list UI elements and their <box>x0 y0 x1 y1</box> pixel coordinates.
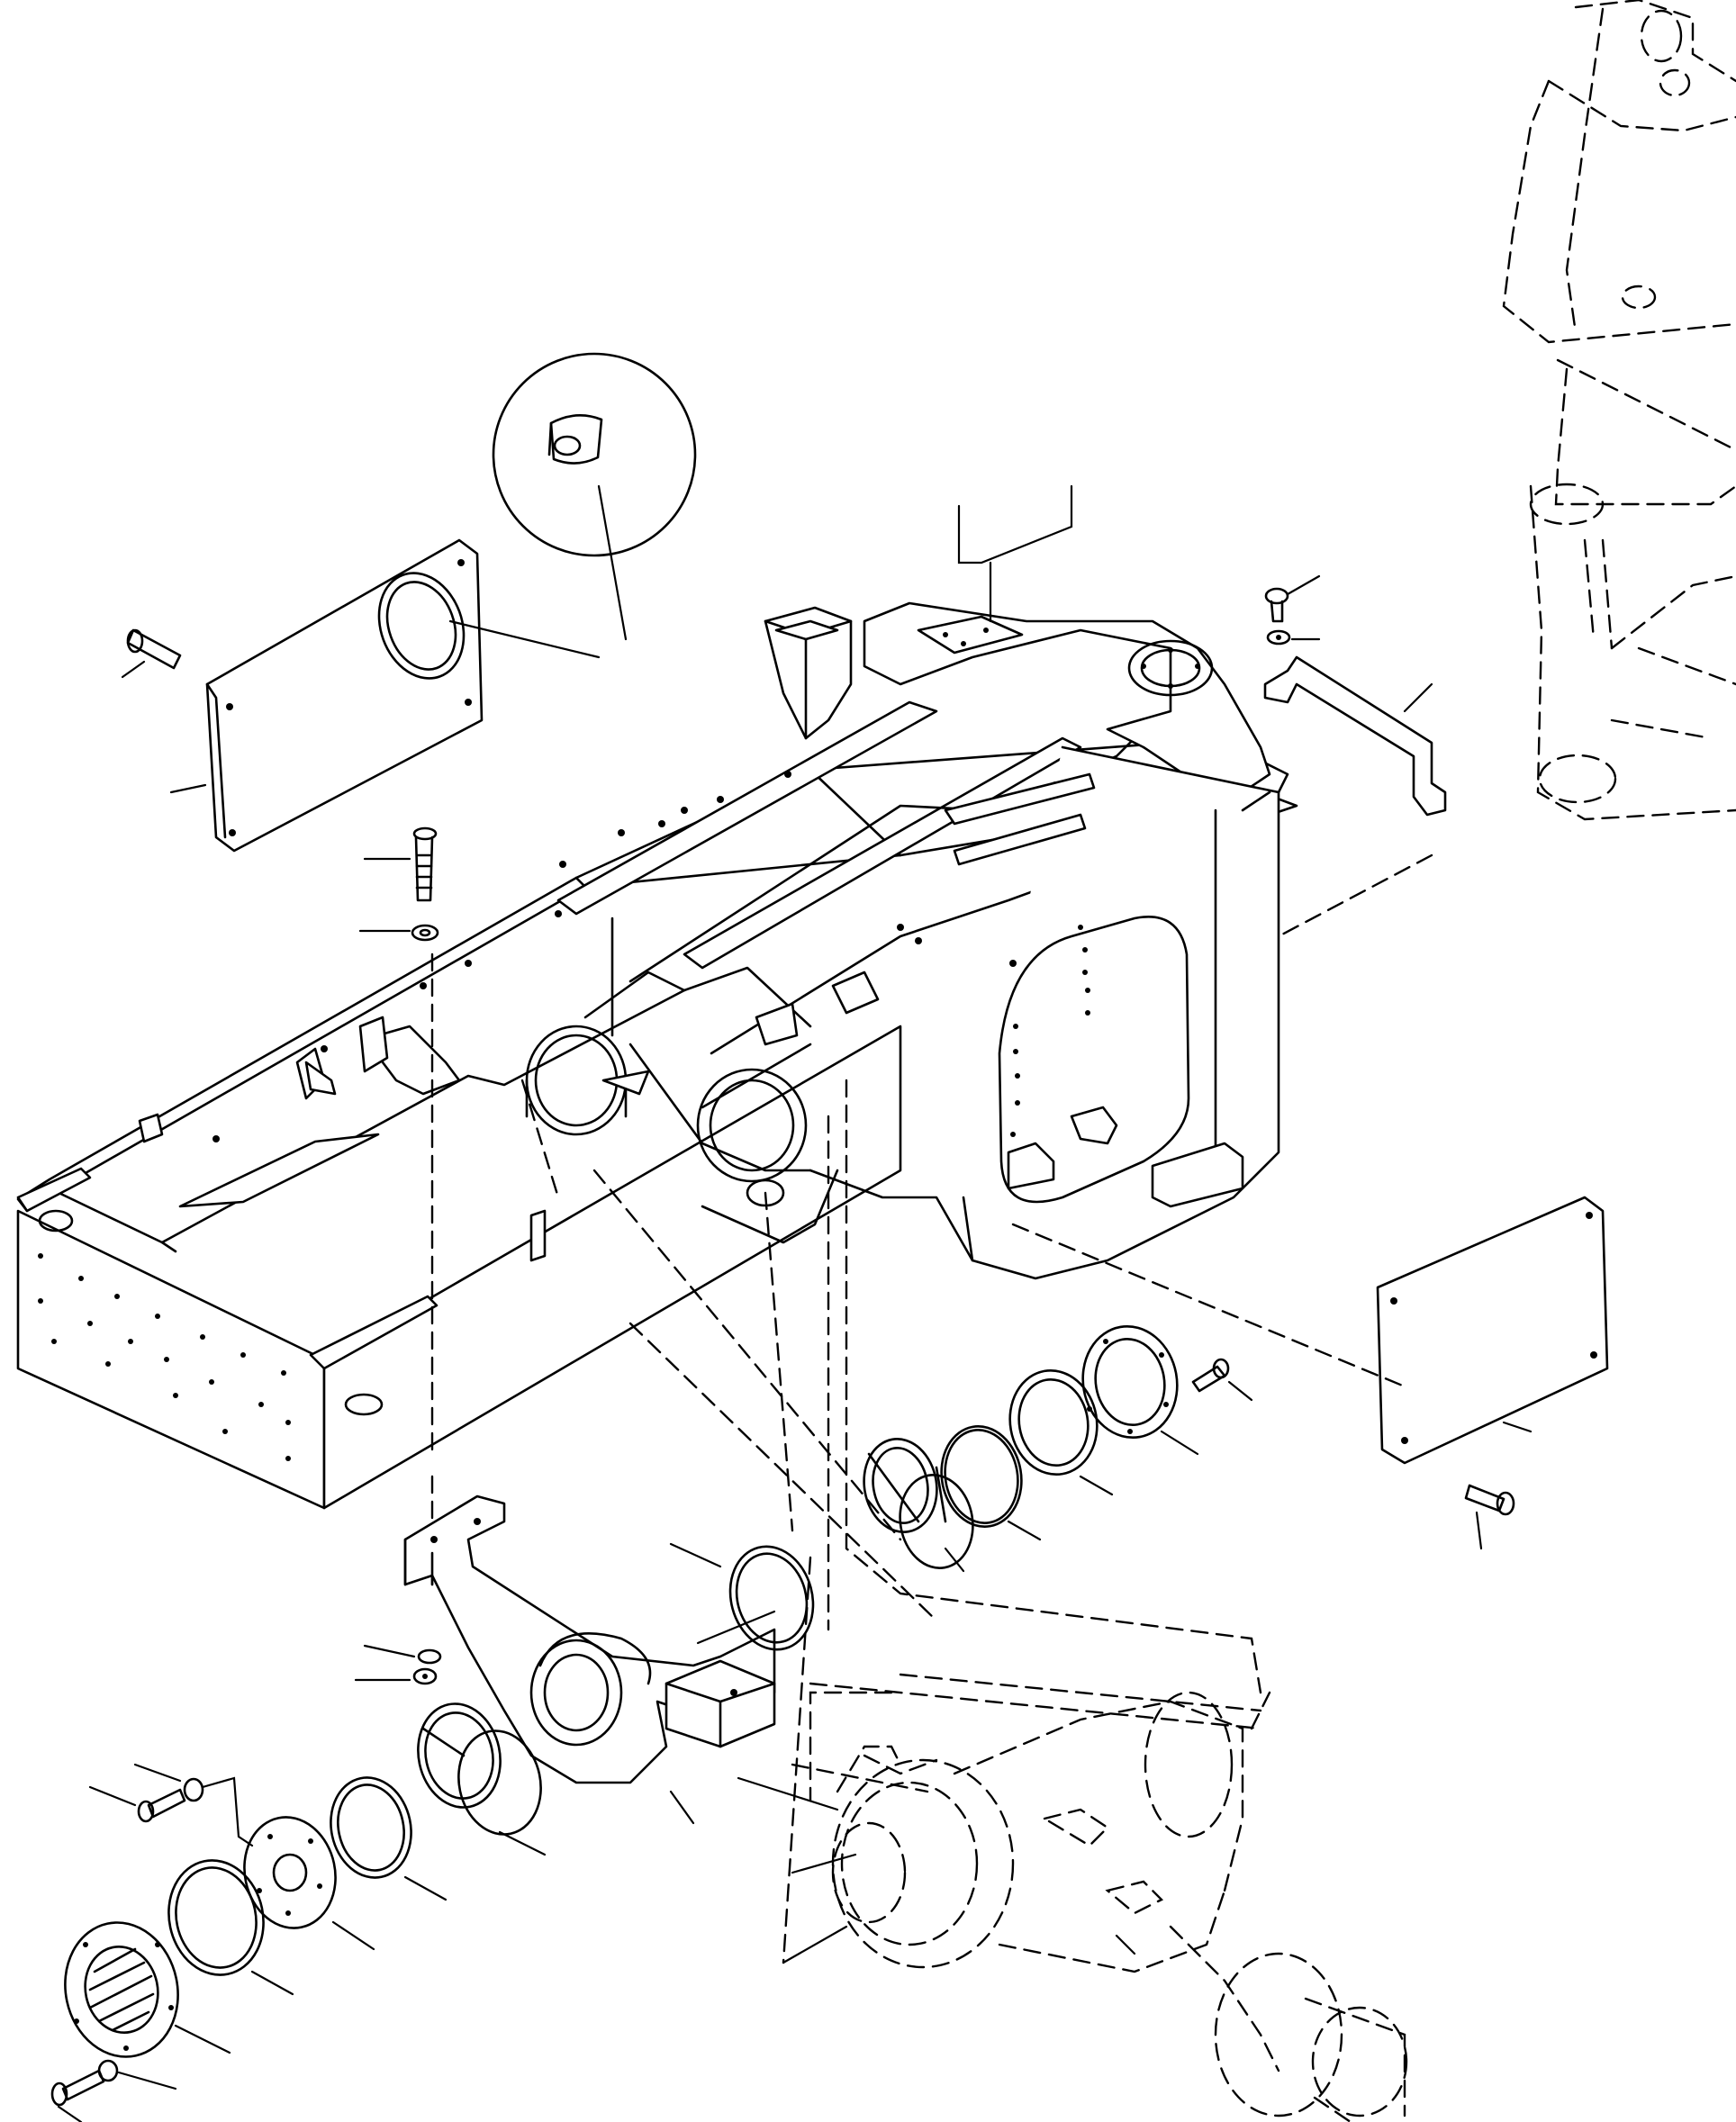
bolt <box>50 2059 177 2122</box>
thrust-washer <box>330 1776 448 1901</box>
seal-ring <box>940 1425 1042 1541</box>
seal-ring <box>167 1859 294 1996</box>
end-cap <box>64 1921 231 2058</box>
bolt <box>88 1763 254 1847</box>
callout-marks <box>957 484 1073 623</box>
washer <box>358 924 439 942</box>
flange <box>243 1816 375 1951</box>
seal-ring <box>669 1542 815 1651</box>
bracket <box>1263 655 1447 817</box>
flange <box>1081 1324 1199 1456</box>
cover-plate-right <box>1376 1196 1609 1465</box>
washer <box>354 1644 442 1685</box>
chassis-frame <box>16 601 1298 1510</box>
axle-support <box>403 1494 776 1825</box>
assembly-lines <box>430 853 1433 1964</box>
thrust-washer <box>1008 1368 1114 1496</box>
bolt <box>363 826 438 902</box>
ghost-assembly <box>1502 0 1736 821</box>
bolt <box>121 628 182 679</box>
bushing <box>863 1438 974 1573</box>
rear-axle <box>737 1673 1408 2122</box>
bolt <box>1464 1484 1515 1550</box>
bolt <box>1264 574 1321 623</box>
bushing <box>417 1702 547 1856</box>
detail-inset <box>492 352 697 641</box>
washer <box>1266 629 1321 646</box>
cover-plate-left <box>169 538 601 853</box>
bolt <box>1191 1358 1253 1402</box>
